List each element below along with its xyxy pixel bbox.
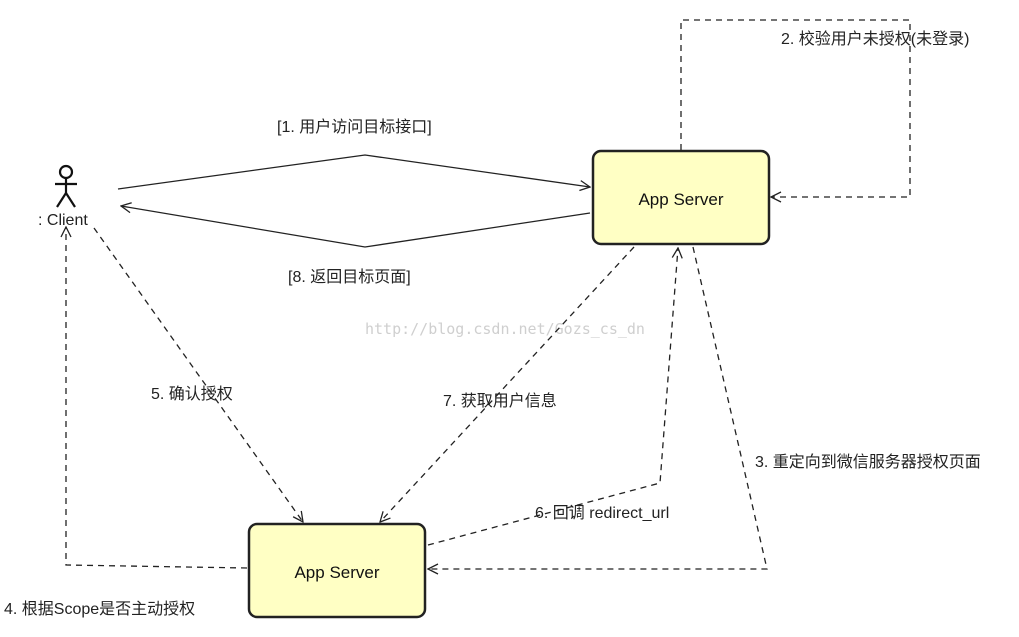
edge-3-label: 3. 重定向到微信服务器授权页面 [755, 453, 981, 471]
edge-2-label: 2. 校验用户未授权(未登录) [781, 30, 969, 48]
edge-4-label: 4. 根据Scope是否主动授权 [4, 600, 195, 618]
edge-6-arrow [427, 248, 678, 546]
watermark-text: http://blog.csdn.net/Gozs_cs_dn [365, 320, 645, 338]
edge-4-arrow [66, 227, 248, 569]
app-server-bottom-node: App Server [247, 522, 427, 619]
edge-5-arrow [93, 227, 303, 522]
edge-7-arrow [380, 246, 635, 522]
edge-6-label: 6. 回调 redirect_url [535, 504, 669, 522]
edge-1-arrow [117, 154, 590, 189]
app-server-bottom-label: App Server [294, 563, 379, 582]
client-actor-icon [55, 164, 77, 208]
edge-5-label: 5. 确认授权 [151, 385, 233, 403]
edge-7-label: 7. 获取用户信息 [443, 392, 557, 410]
app-server-top-node: App Server [591, 149, 771, 246]
app-server-top-label: App Server [638, 190, 723, 209]
client-actor-label: : Client [38, 212, 88, 229]
edge-8-arrow [121, 206, 591, 248]
edge-3-arrow [428, 246, 768, 569]
edge-8-label: [8. 返回目标页面] [288, 268, 411, 286]
edge-1-label: [1. 用户访问目标接口] [277, 118, 432, 136]
